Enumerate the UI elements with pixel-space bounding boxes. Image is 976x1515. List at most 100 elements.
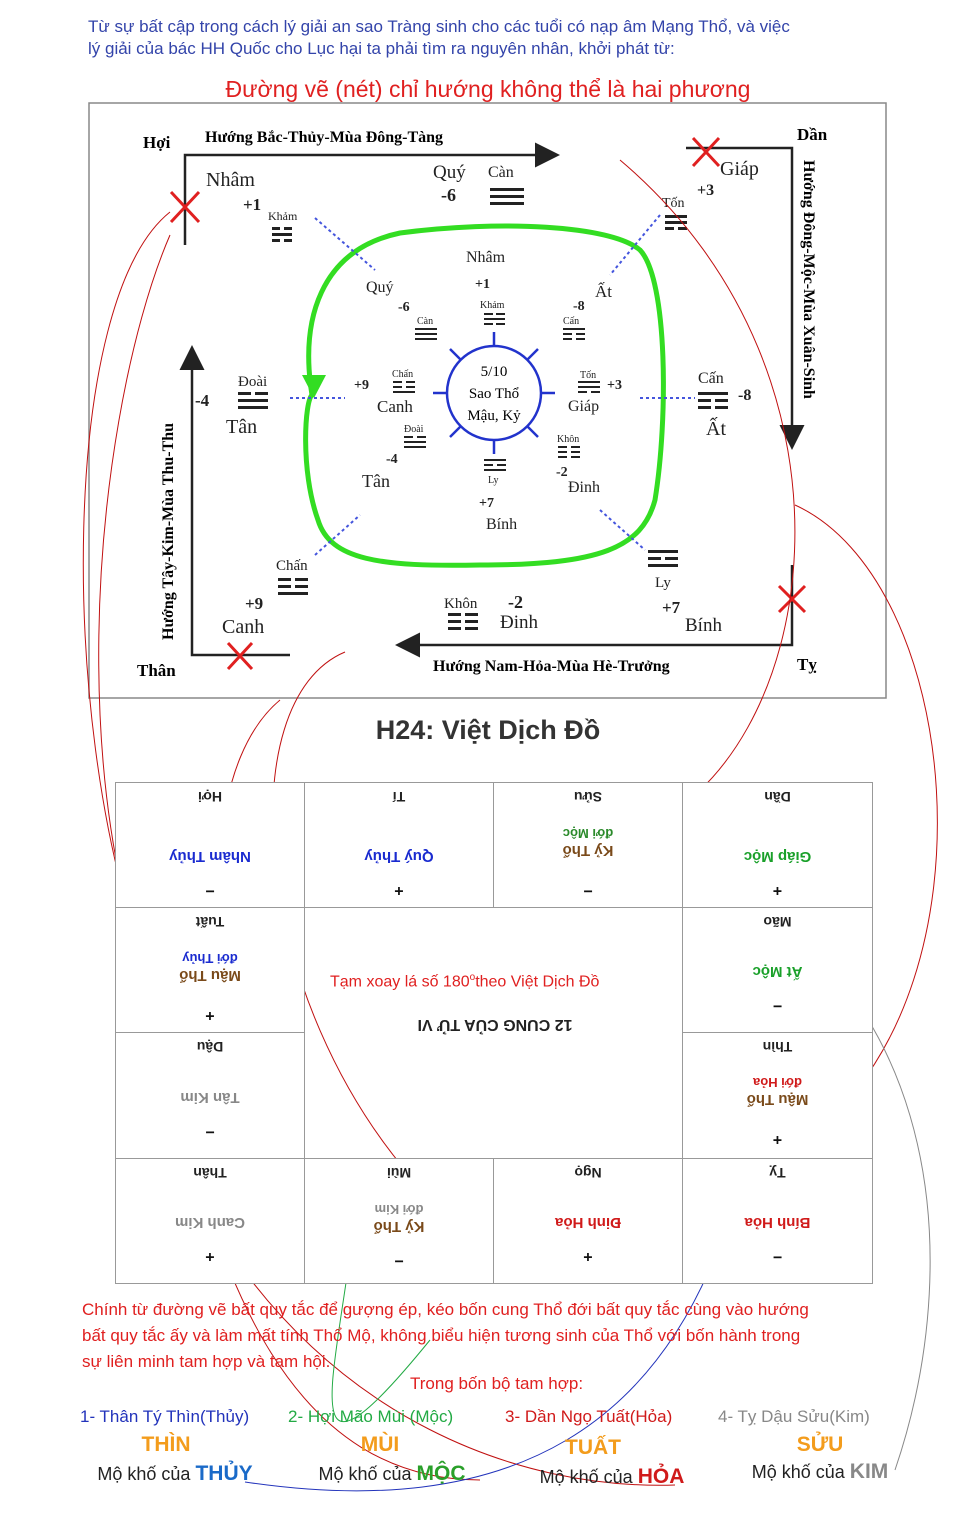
outer-nham-number: +1 <box>243 195 261 214</box>
palace-sign: − <box>205 1123 215 1140</box>
direction-south: Hướng Nam-Hỏa-Mùa Hè-Trưởng <box>433 658 670 675</box>
palace-sign: − <box>394 1252 404 1269</box>
palace-branch: Hợi <box>198 789 222 805</box>
kho-suu: SỬU <box>796 1433 844 1456</box>
outer-canh: Canh <box>222 616 264 638</box>
outer-at: Ất <box>706 416 726 440</box>
mo-kho-label: Mộ khố của <box>97 1464 191 1484</box>
palace-branch: Tuất <box>195 914 225 930</box>
palace-stem: Bính Hỏa <box>744 1214 811 1231</box>
kho-tuat: TUẤT <box>565 1436 621 1459</box>
group-label-1: 1- Thân Tý Thìn(Thủy) <box>80 1407 250 1426</box>
outer-can2: Cấn <box>698 370 724 387</box>
outer-quy-number: -6 <box>441 185 456 205</box>
inner-at-number: -8 <box>573 299 585 314</box>
inner-nham: Nhâm <box>466 249 506 266</box>
palace-sign: + <box>205 1007 215 1024</box>
palace-branch: Tí <box>392 789 406 805</box>
outer-khon: Khôn <box>444 596 478 612</box>
palace-tuat: Tuất Mậu Thổ đới Thủy + <box>115 907 305 1033</box>
red-x-icon <box>777 584 807 614</box>
outer-giap: Giáp <box>720 158 759 180</box>
degree-mark: o <box>469 972 476 983</box>
green-loop <box>303 223 666 568</box>
palace-dan: Dần Giáp Mộc + <box>682 782 873 908</box>
west-arrow <box>179 345 290 657</box>
palace-stem: Mậu Thổ <box>179 967 241 984</box>
outer-chan: Chấn <box>276 558 308 574</box>
inner-quy-number: -6 <box>398 300 410 315</box>
conclusion-paragraph: Chính từ đường vẽ bất quy tắc để gượng é… <box>82 1297 922 1375</box>
outer-dinh: Đinh <box>500 612 539 633</box>
inner-binh-number: +7 <box>479 496 494 511</box>
palace-sign: − <box>583 882 593 899</box>
outer-tan-number: -4 <box>195 391 210 410</box>
palace-stem: Quý Thủy <box>364 848 434 865</box>
palace-branch: Dần <box>764 789 791 805</box>
palace-branch: Thìn <box>762 1039 793 1055</box>
outer-ton: Tốn <box>662 196 685 211</box>
palace-branch: Ngọ <box>574 1165 602 1181</box>
figure-caption: H24: Việt Dịch Đồ <box>375 715 601 745</box>
mo-kho-hoa: Mộ khố của HỎA <box>532 1465 692 1489</box>
element-hoa: HỎA <box>637 1465 685 1488</box>
palace-stem-secondary: đới Kim <box>374 1202 424 1217</box>
palace-branch: Thân <box>193 1165 227 1181</box>
red-x-icon <box>691 136 721 168</box>
inner-can2: Cấn <box>563 316 579 327</box>
inner-khon: Khôn <box>557 434 579 445</box>
mo-kho-thuy: Mộ khố của THỦY <box>90 1462 260 1486</box>
palace-sign: + <box>772 1131 783 1148</box>
palace-stem: Tân Kim <box>180 1089 240 1106</box>
kho-thin: THÌN <box>141 1433 191 1456</box>
corner-ty: Tỵ <box>797 655 817 674</box>
palace-sign: + <box>205 1248 215 1265</box>
inner-dinh: Đinh <box>568 479 600 496</box>
green-loop-arrowhead <box>302 375 326 398</box>
palace-branch: Sửu <box>573 789 603 805</box>
corner-dan: Dần <box>797 125 828 144</box>
element-thuy: THỦY <box>195 1462 253 1485</box>
inner-trigrams <box>393 313 600 471</box>
palace-branch: Dậu <box>196 1039 224 1055</box>
outer-binh: Bính <box>685 615 722 636</box>
dotted-connectors <box>290 214 695 556</box>
palace-stem: Giáp Mộc <box>743 848 812 865</box>
conclusion-line-1: Chính từ đường vẽ bất quy tắc để gượng é… <box>82 1300 809 1319</box>
conclusion-line-3: sự liên minh tam hợp và tam hội. <box>82 1352 331 1371</box>
outer-dinh-number: -2 <box>508 592 523 612</box>
intro-text: Từ sự bất cập trong cách lý giải an sao … <box>88 16 888 60</box>
inner-chan: Chấn <box>392 369 413 380</box>
grid-center-title: 12 CUNG CỦA TỬ VI <box>417 1016 573 1033</box>
headline: Đường vẽ (nét) chỉ hướng không thể là ha… <box>225 76 751 102</box>
element-moc: MỘC <box>416 1462 466 1485</box>
palace-stem: Nhâm Thủy <box>169 848 251 865</box>
group-label-4: 4- Tỵ Dậu Sửu(Kim) <box>718 1407 870 1426</box>
direction-east: Hướng Đông-Mộc-Mùa Xuân-Sinh <box>800 160 817 399</box>
center-line-2: Sao Thổ <box>469 386 519 402</box>
conclusion-line-2: bất quy tắc ấy và làm mất tính Thổ Mộ, k… <box>82 1326 801 1345</box>
red-x-marks <box>169 136 807 671</box>
palace-suu: Sửu Kỷ Thổ đới Mộc − <box>493 782 683 908</box>
palace-hoi: Hợi Nhâm Thủy − <box>115 782 305 908</box>
palace-sign: − <box>772 1248 783 1265</box>
palace-sign: + <box>583 1248 593 1265</box>
kho-mui: MÙI <box>360 1433 400 1456</box>
outer-binh-number: +7 <box>662 598 681 617</box>
inner-quy: Quý <box>366 279 394 296</box>
palace-ngo: Ngọ Đinh Hỏa + <box>493 1158 683 1284</box>
south-arrow <box>395 565 794 658</box>
outer-trigrams <box>238 188 728 630</box>
outer-khan: Khảm <box>268 209 298 223</box>
palace-stem: Đinh Hỏa <box>555 1214 621 1231</box>
outer-tan: Tân <box>226 416 257 438</box>
palace-dau: Dậu Tân Kim − <box>115 1032 305 1159</box>
palace-sign: + <box>394 882 404 899</box>
inner-giap: Giáp <box>568 398 599 415</box>
inner-can: Càn <box>417 316 433 327</box>
direction-north: Hướng Bắc-Thủy-Mùa Đông-Tàng <box>205 129 443 146</box>
intro-line-2: lý giải của bác HH Quốc cho Lục hại ta p… <box>88 39 675 58</box>
palace-sign: − <box>772 997 783 1014</box>
palace-stem: Ất Mộc <box>752 963 803 980</box>
